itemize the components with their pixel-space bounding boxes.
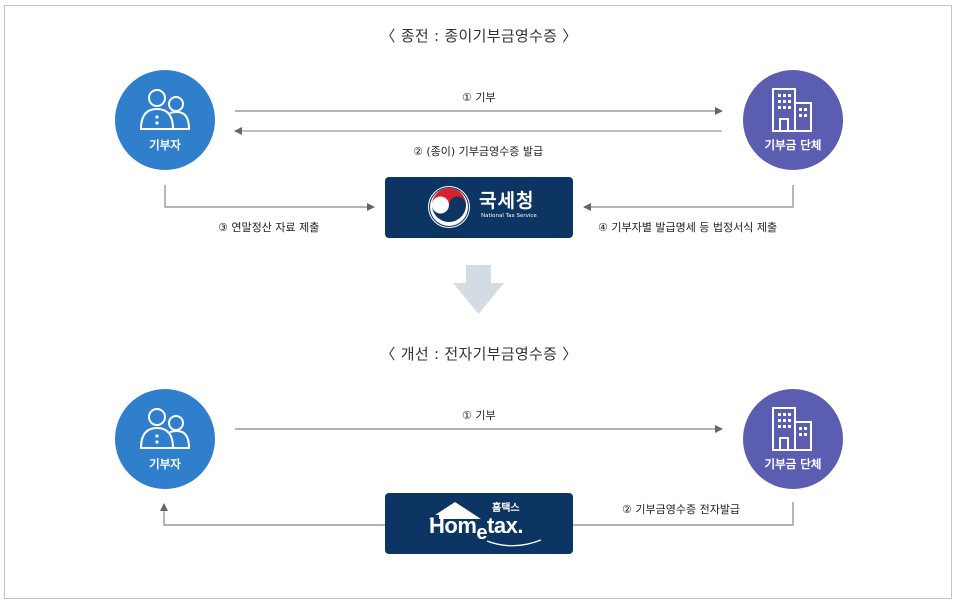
after-section-title: 〈 개선 : 전자기부금영수증 〉	[380, 345, 578, 363]
arrow-before-step3	[164, 185, 375, 211]
before-step4-label: ④ 기부자별 발급명세 등 법정서식 제출	[598, 221, 778, 234]
before-step1-label: ① 기부	[462, 91, 496, 104]
hometax-wordmark-part1: Hom	[429, 513, 477, 538]
arrow-before-step4	[583, 185, 794, 211]
nts-subtitle: National Tax Service	[481, 213, 537, 219]
before-step2-label: ② (종이) 기부금영수증 발급	[413, 145, 544, 158]
nts-name: 국세청	[479, 190, 535, 212]
donor-node-before: 기부자	[115, 70, 215, 170]
org-node-after: 기부금 단체	[743, 389, 843, 489]
hometax-swoosh-icon	[486, 539, 542, 547]
building-icon	[772, 88, 812, 132]
before-step3-label: ③ 연말정산 자료 제출	[218, 221, 320, 234]
hometax-wordmark: Hometax.	[429, 513, 523, 544]
donor-node-after: 기부자	[115, 389, 215, 489]
hometax-logo: 홈택스 Hometax.	[385, 493, 573, 554]
after-step1-label: ① 기부	[462, 409, 496, 422]
people-icon	[139, 408, 191, 449]
hometax-wordmark-e: e	[476, 522, 488, 544]
hometax-korean: 홈택스	[492, 503, 520, 514]
donor-label: 기부자	[149, 457, 181, 471]
building-icon	[772, 407, 812, 451]
transition-arrow-icon	[453, 265, 504, 314]
org-label: 기부금 단체	[764, 138, 822, 152]
nts-logo: 국세청 National Tax Service	[385, 177, 573, 238]
people-icon	[139, 89, 191, 130]
house-roof-icon	[429, 502, 481, 521]
org-node-before: 기부금 단체	[743, 70, 843, 170]
after-step2-label: ② 기부금영수증 전자발급	[622, 503, 741, 516]
diagram-frame	[4, 5, 952, 599]
org-label: 기부금 단체	[764, 457, 822, 471]
nts-emblem-icon	[428, 186, 470, 228]
donor-label: 기부자	[149, 138, 181, 152]
before-section-title: 〈 종전 : 종이기부금영수증 〉	[380, 27, 578, 45]
hometax-wordmark-part2: tax.	[487, 513, 523, 538]
